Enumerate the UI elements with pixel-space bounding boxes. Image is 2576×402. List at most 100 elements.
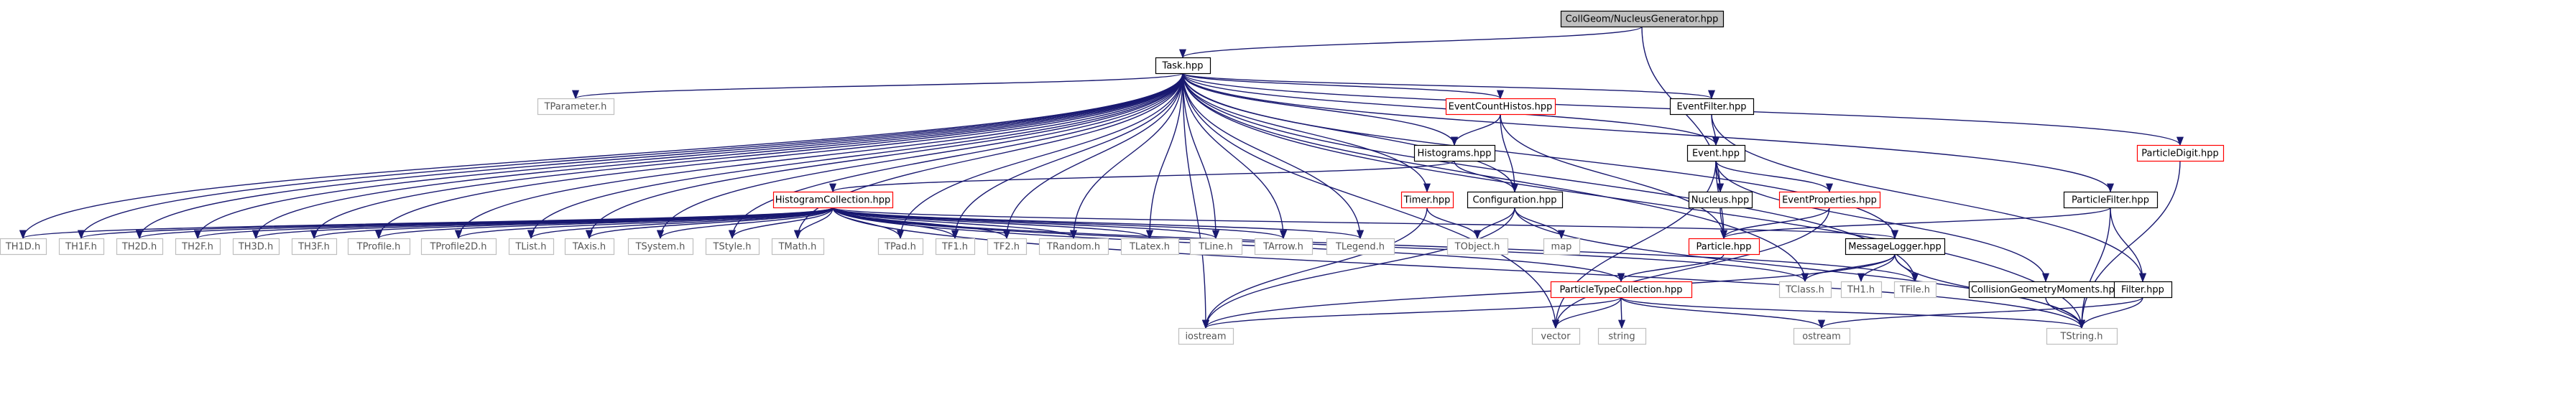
node-box-string — [1597, 327, 1647, 345]
node-th1: TH1.h — [1840, 281, 1883, 299]
edge-task-to-vector — [1182, 73, 1560, 329]
edge-ptc-to-ostream — [1620, 296, 1825, 329]
edge-event-to-eprops — [1715, 160, 1833, 193]
node-task[interactable]: Task.hpp — [1155, 57, 1211, 75]
node-histos[interactable]: Histograms.hpp — [1413, 144, 1496, 162]
node-nucleus[interactable]: Nucleus.hpp — [1688, 191, 1753, 209]
edge-task-to-th2f — [194, 73, 1183, 240]
node-label-string: string — [1608, 332, 1635, 342]
node-label-timer: Timer.hpp — [1403, 195, 1451, 206]
edge-task-to-th3d — [252, 73, 1183, 240]
node-tprof2: TProfile2D.h — [420, 238, 497, 256]
node-label-tarrow: TArrow.h — [1262, 242, 1303, 253]
node-th3d: TH3D.h — [232, 238, 280, 256]
node-tstyle: TStyle.h — [705, 238, 760, 256]
node-label-nucleus: Nucleus.hpp — [1691, 195, 1750, 206]
node-box-pdigit — [2136, 144, 2225, 162]
edge-task-to-th2d — [136, 73, 1183, 240]
node-box-nucleus — [1688, 191, 1753, 209]
node-label-tfile: TFile.h — [1899, 285, 1930, 296]
edge-task-to-msglog — [1182, 73, 1898, 240]
node-tmath: TMath.h — [771, 238, 825, 256]
edge-event-to-cgm — [1715, 160, 2049, 283]
node-cgm[interactable]: CollisionGeometryMoments.hpp — [1968, 281, 2124, 299]
node-ecountH[interactable]: EventCountHistos.hpp — [1445, 98, 1556, 116]
edge-task-to-tstyle — [729, 73, 1183, 240]
node-box-ostream — [1793, 327, 1851, 345]
node-box-th3d — [232, 238, 280, 256]
node-label-iostream: iostream — [1185, 332, 1226, 342]
node-label-tlist: TList.h — [514, 242, 546, 253]
node-filter[interactable]: Filter.hpp — [2113, 281, 2173, 299]
edge-hcoll-to-th1f — [78, 207, 834, 240]
node-particle[interactable]: Particle.hpp — [1688, 238, 1760, 256]
node-label-th3f: TH3F.h — [297, 242, 330, 253]
edge-task-to-pfilter — [1182, 73, 2114, 193]
node-msglog[interactable]: MessageLogger.hpp — [1845, 238, 1946, 256]
node-box-th1f — [58, 238, 105, 256]
node-label-root: CollGeom/NucleusGenerator.hpp — [1566, 14, 1719, 25]
node-eprops[interactable]: EventProperties.hpp — [1778, 191, 1881, 209]
edge-timer-to-iostream — [1202, 207, 1428, 329]
node-event[interactable]: Event.hpp — [1686, 144, 1746, 162]
edge-ecountH-to-particle — [1500, 113, 1727, 240]
edge-config-to-map — [1514, 207, 1566, 240]
node-label-particle: Particle.hpp — [1696, 242, 1752, 253]
node-label-th1d: TH1D.h — [5, 242, 40, 253]
edge-ecountH-to-histos — [1450, 113, 1501, 146]
edge-msglog-to-th1 — [1857, 253, 1896, 283]
node-box-config — [1467, 191, 1564, 209]
node-box-tstring — [2046, 327, 2118, 345]
node-label-tf2: TF2.h — [993, 242, 1020, 253]
edge-filter-to-ostream — [1818, 296, 2143, 329]
node-label-eprops: EventProperties.hpp — [1782, 195, 1877, 206]
node-label-tmath: TMath.h — [778, 242, 817, 253]
node-pdigit[interactable]: ParticleDigit.hpp — [2136, 144, 2225, 162]
edge-pfilter-to-particle — [1720, 207, 2111, 240]
node-box-th1 — [1840, 281, 1883, 299]
node-tarrow: TArrow.h — [1254, 238, 1314, 256]
edge-task-to-tlegend — [1182, 73, 1365, 240]
edge-ptc-to-tstring — [1620, 296, 2085, 329]
edge-task-to-tpad — [896, 73, 1183, 240]
edge-ptc-to-iostream — [1202, 296, 1622, 329]
node-config[interactable]: Configuration.hpp — [1467, 191, 1564, 209]
node-trandom: TRandom.h — [1038, 238, 1109, 256]
node-box-filter — [2113, 281, 2173, 299]
node-pfilter[interactable]: ParticleFilter.hpp — [2063, 191, 2159, 209]
node-label-histos: Histograms.hpp — [1417, 149, 1491, 159]
node-box-tline — [1189, 238, 1243, 256]
node-label-tstyle: TStyle.h — [713, 242, 752, 253]
node-label-msglog: MessageLogger.hpp — [1848, 242, 1941, 253]
edge-config-to-iostream — [1202, 207, 1515, 329]
node-label-cgm: CollisionGeometryMoments.hpp — [1971, 285, 2120, 296]
edge-config-to-tobject — [1473, 207, 1515, 240]
node-label-th1: TH1.h — [1847, 285, 1875, 296]
node-th1f: TH1F.h — [58, 238, 105, 256]
node-box-pfilter — [2063, 191, 2159, 209]
edge-hcoll-to-tlatex — [832, 207, 1153, 240]
node-label-trandom: TRandom.h — [1046, 242, 1100, 253]
node-box-msglog — [1845, 238, 1946, 256]
node-tparam: TParameter.h — [537, 98, 615, 116]
node-efilter[interactable]: EventFilter.hpp — [1669, 98, 1755, 116]
node-box-tprof — [347, 238, 411, 256]
edge-histos-to-config — [1454, 160, 1518, 193]
edge-root-to-task — [1179, 26, 1643, 59]
node-box-task — [1155, 57, 1211, 75]
node-ostream: ostream — [1793, 327, 1851, 345]
node-label-tline: TLine.h — [1198, 242, 1232, 253]
edge-ptc-to-string — [1617, 296, 1626, 329]
file-nodes: CollGeom/NucleusGenerator.hppTask.hppTPa… — [0, 10, 2225, 345]
node-root[interactable]: CollGeom/NucleusGenerator.hpp — [1560, 10, 1725, 28]
node-timer[interactable]: Timer.hpp — [1400, 191, 1454, 209]
node-tfile: TFile.h — [1893, 281, 1937, 299]
node-ptc[interactable]: ParticleTypeCollection.hpp — [1550, 281, 1693, 299]
edge-task-to-efilter — [1182, 73, 1715, 100]
node-box-tobject — [1446, 238, 1509, 256]
edge-event-to-vector — [1551, 160, 1717, 329]
edge-histos-to-hcoll — [829, 160, 1455, 193]
node-box-particle — [1688, 238, 1760, 256]
node-hcoll[interactable]: HistogramCollection.hpp — [772, 191, 894, 209]
